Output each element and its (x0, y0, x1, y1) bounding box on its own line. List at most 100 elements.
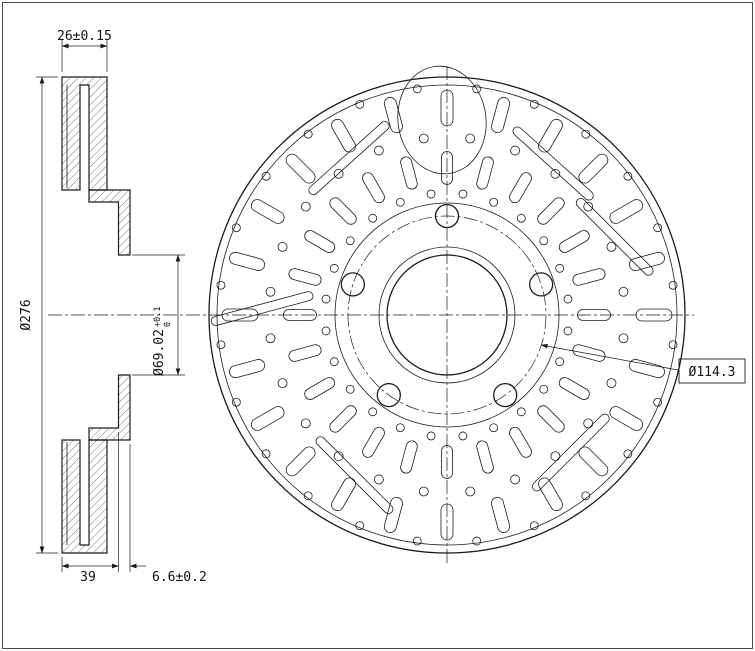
outer-drill-hole (472, 536, 482, 546)
outer-drill-hole (653, 397, 663, 407)
vane-slot (575, 197, 654, 276)
center-bore-circle (386, 254, 508, 376)
dim-bore-tol-lower: 0 (163, 322, 173, 327)
mid-drill-hole (606, 378, 617, 389)
outer-drill-hole (261, 449, 271, 459)
mid-drill-hole (583, 418, 594, 429)
outer-drill-hole (412, 536, 422, 546)
outer-drill-hole (529, 99, 539, 109)
outer-vent-slot (250, 406, 285, 431)
inner-drill-hole (345, 384, 355, 394)
mid-drill-hole (606, 241, 617, 252)
hub-chamfer-circle (378, 246, 516, 384)
mid-drill-hole (510, 474, 521, 485)
inner-vent-slot (577, 309, 611, 321)
outer-drill-hole (303, 129, 313, 139)
outer-vent-slot (229, 251, 266, 271)
outer-edge-circle (208, 76, 686, 554)
vane-slot (308, 121, 390, 196)
dim-flange-thickness-label: 6.6±0.2 (152, 570, 207, 585)
mid-drill-hole (333, 168, 344, 179)
bolt-hole (376, 382, 401, 408)
mid-drill-hole (300, 201, 311, 212)
dim-bolt-circle-label: Ø114.3 (689, 365, 736, 380)
inner-drill-hole (555, 357, 565, 367)
mid-drill-hole (618, 333, 629, 344)
outer-vent-slot (383, 97, 403, 134)
detail-callout-ellipse (397, 65, 487, 175)
vane-slot (210, 291, 314, 326)
inner-drill-hole (329, 357, 339, 367)
outer-vent-slot (383, 496, 403, 533)
section-view (61, 76, 131, 554)
outer-drill-hole (623, 171, 633, 181)
outer-drill-hole (261, 171, 271, 181)
mid-drill-hole (373, 145, 384, 156)
outer-vent-slot (578, 446, 609, 477)
outer-drill-hole (412, 84, 422, 94)
outer-vent-slot (331, 118, 356, 153)
outer-drill-hole (529, 521, 539, 531)
outer-vent-slot (635, 308, 673, 322)
mid-drill-hole (618, 286, 629, 297)
leader-line-bolt-circle (540, 343, 679, 371)
outer-drill-hole (581, 129, 591, 139)
mid-drill-hole (550, 168, 561, 179)
bolt-hole (434, 203, 460, 229)
outer-drill-hole (216, 280, 226, 290)
inner-drill-hole (426, 431, 436, 441)
outer-vent-slot (491, 496, 511, 533)
inner-vent-slot (572, 344, 606, 362)
outer-vent-slot (538, 477, 563, 512)
vane-slot (531, 413, 610, 492)
inner-drill-hole (516, 407, 526, 417)
inner-vent-slot (400, 440, 418, 474)
inner-drill-hole (516, 213, 526, 223)
outer-vent-slot (628, 359, 665, 379)
bolt-hole (529, 272, 554, 297)
mid-drill-hole (277, 241, 288, 252)
inner-vent-slot (572, 268, 606, 286)
inner-drill-hole (426, 189, 436, 199)
inner-drill-hole (368, 213, 378, 223)
mid-drill-hole (418, 133, 429, 144)
vane-slot (512, 126, 594, 201)
inner-vent-slot (288, 344, 322, 362)
inner-drill-hole (489, 197, 499, 207)
outer-drill-hole (581, 491, 591, 501)
dim-bore-label: Ø69.02 (152, 329, 167, 376)
section-hat-bottom (88, 374, 131, 441)
mid-drill-hole (265, 286, 276, 297)
mid-drill-hole (510, 145, 521, 156)
dim-total-width-label: 39 (80, 570, 96, 585)
inner-vent-slot (362, 426, 385, 458)
section-hat-top (88, 189, 131, 256)
inner-drill-hole (539, 236, 549, 246)
inner-vent-slot (558, 230, 590, 253)
outer-vent-slot (609, 199, 644, 224)
inner-drill-hole (321, 326, 331, 336)
mid-drill-hole (583, 201, 594, 212)
inner-vent-slot (304, 377, 336, 400)
inner-drill-hole (555, 263, 565, 273)
inner-drill-hole (329, 263, 339, 273)
outer-drill-hole (303, 491, 313, 501)
mid-drill-hole (373, 474, 384, 485)
dimensions: 26±0.15 Ø276 39 6.6±0.2 Ø69.02 +0.1 0 Ø1… (19, 29, 746, 585)
outer-vent-slot (250, 199, 285, 224)
outer-vent-slot (229, 359, 266, 379)
inner-drill-hole (539, 384, 549, 394)
outer-drill-hole (668, 340, 678, 350)
outer-vent-slot (440, 503, 454, 541)
inner-vent-slot (288, 268, 322, 286)
outer-vent-slot (538, 118, 563, 153)
outer-vent-slot (285, 153, 316, 184)
inner-vent-slot (441, 151, 453, 185)
inner-drill-hole (395, 197, 405, 207)
mid-drill-hole (465, 133, 476, 144)
section-friction-ring-top (61, 76, 108, 191)
inner-vent-slot (362, 172, 385, 204)
mid-drill-hole (550, 451, 561, 462)
